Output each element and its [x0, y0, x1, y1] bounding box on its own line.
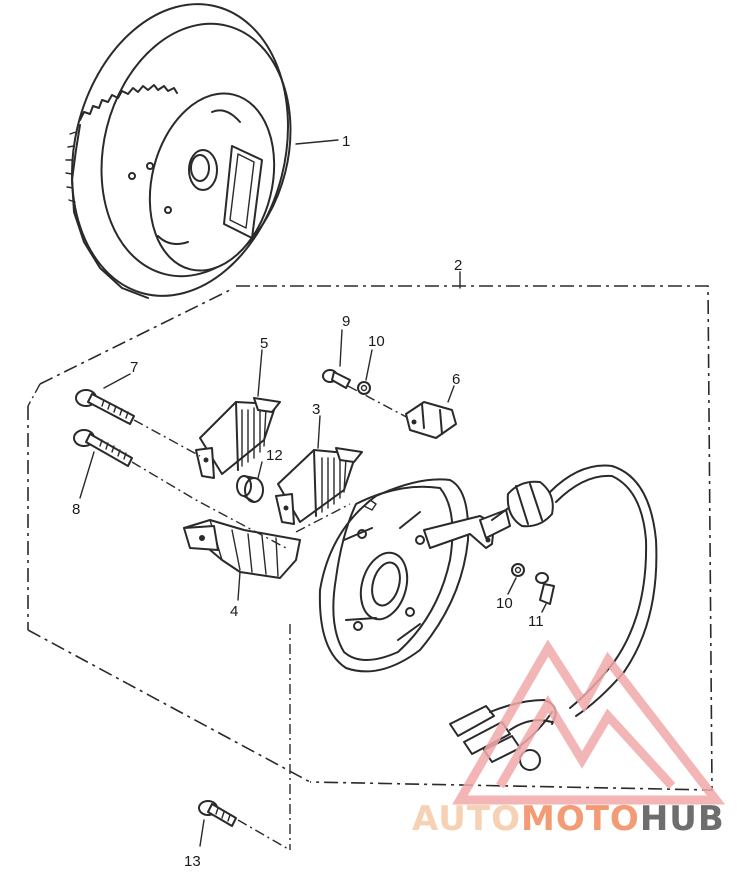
screw-11 [535, 572, 555, 613]
watermark-text: AUTOMOTOHUB [412, 799, 725, 839]
label-13: 13 [184, 853, 201, 870]
stator-assembly-outline [27, 271, 713, 791]
label-2: 2 [454, 257, 462, 274]
flywheel [65, 3, 339, 299]
label-6: 6 [452, 371, 460, 388]
watermark-text-auto: AUTO [412, 799, 521, 839]
bolt-8 [73, 429, 287, 549]
label-1: 1 [342, 133, 350, 150]
pulser-coil-4 [183, 519, 301, 601]
label-11: 11 [528, 613, 544, 630]
clamp-6 [405, 385, 457, 439]
automotohub-watermark: AUTOMOTOHUB [412, 639, 726, 839]
label-12: 12 [266, 447, 283, 464]
watermark-text-hub: HUB [640, 799, 725, 839]
screw-9 [322, 329, 351, 389]
label-7: 7 [130, 359, 138, 376]
spacer-12 [236, 461, 264, 503]
bolt-13 [198, 624, 291, 851]
label-4: 4 [230, 603, 238, 620]
label-10-top: 10 [368, 333, 385, 350]
watermark-logo-icon [452, 639, 726, 805]
label-9: 9 [342, 313, 350, 330]
washer-10b [507, 563, 525, 595]
watermark-text-moto: MOTO [521, 799, 640, 839]
bolt-7 [75, 373, 201, 457]
label-3: 3 [312, 401, 320, 418]
label-8: 8 [72, 501, 80, 518]
charge-coil-3 [275, 415, 363, 525]
part-labels: 1 2 3 4 5 6 7 8 9 10 10 11 12 13 [72, 133, 544, 870]
charge-coil-5 [195, 349, 281, 479]
washer-10 [347, 349, 413, 421]
label-5: 5 [260, 335, 268, 352]
label-10-bottom: 10 [496, 595, 513, 612]
